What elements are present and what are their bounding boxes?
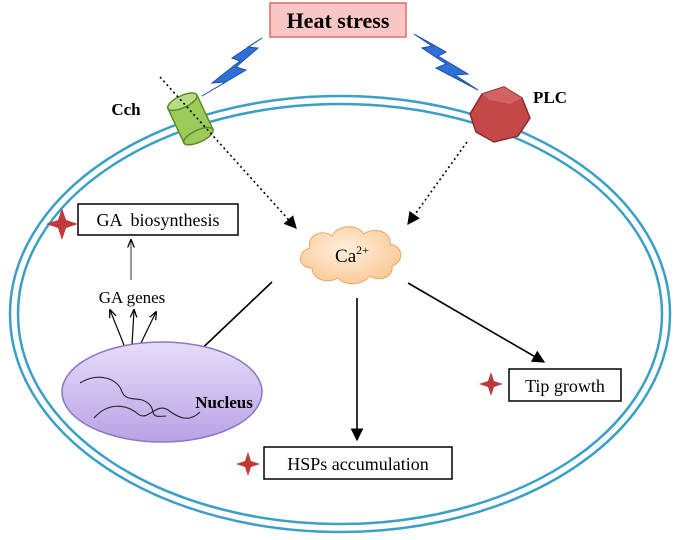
tip-growth-star-icon	[479, 372, 503, 396]
ga-biosynthesis-box	[77, 203, 239, 236]
ga-gene-arrow-middle	[132, 310, 134, 346]
plc-label: PLC	[533, 88, 567, 107]
left-lightning-icon	[201, 37, 263, 97]
chromatin-strand-1	[79, 376, 167, 417]
cch-label: Cch	[111, 100, 141, 119]
calcium-base: Ca	[335, 246, 357, 267]
calcium-channel-icon	[166, 92, 214, 146]
ga-genes-label: GA genes	[99, 288, 166, 307]
heat-stress-title: Heat stress	[287, 8, 390, 33]
heat-stress-box	[269, 2, 407, 38]
chromatin-strand-2	[93, 405, 201, 419]
right-lightning-icon	[413, 33, 479, 91]
nucleus-label: Nucleus	[195, 393, 253, 412]
plc-to-calcium-arrow	[407, 141, 468, 226]
tip-growth-box	[508, 368, 622, 402]
cch-to-calcium-arrow	[159, 76, 297, 229]
outer-membrane	[8, 94, 672, 534]
plc-enzyme-icon	[469, 86, 531, 143]
ga-gene-arrow-right	[139, 312, 156, 346]
inner-membrane	[16, 102, 664, 526]
hsps-accumulation-label: HSPs accumulation	[287, 454, 429, 474]
hsps-accumulation-box	[263, 446, 453, 480]
ga-gene-arrow-left	[110, 310, 125, 346]
hsps-star-icon	[236, 452, 260, 476]
calcium-label: Ca2+	[335, 243, 369, 267]
nucleus-shape	[61, 341, 263, 443]
ga-biosynthesis-label: GA biosynthesis	[96, 210, 219, 230]
calcium-to-nucleus-arrow	[191, 281, 273, 359]
calcium-superscript: 2+	[356, 243, 369, 257]
calcium-cloud	[300, 226, 402, 285]
tip-growth-label: Tip growth	[525, 376, 605, 396]
calcium-to-tip-growth-arrow	[407, 282, 546, 363]
ga-biosynthesis-star-icon	[46, 208, 78, 240]
